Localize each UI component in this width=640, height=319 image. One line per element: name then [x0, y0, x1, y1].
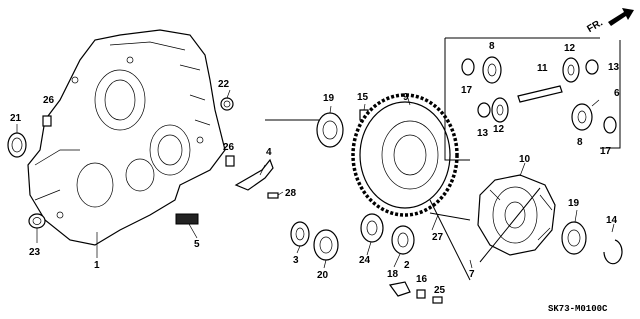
callout-24: 24	[359, 255, 371, 266]
transmission-housing[interactable]	[27, 29, 226, 246]
bolt-28[interactable]	[267, 192, 279, 199]
callout-1: 1	[94, 260, 100, 271]
callout-20: 20	[317, 270, 329, 281]
callout-8-bottom: 8	[577, 137, 583, 148]
dowel-pin-26-top[interactable]	[42, 115, 52, 127]
oil-guide-plate-3[interactable]	[290, 221, 310, 247]
callout-10: 10	[519, 154, 531, 165]
callout-4: 4	[266, 147, 272, 158]
callout-11: 11	[537, 63, 548, 74]
callout-15: 15	[357, 92, 369, 103]
pinion-shaft-11[interactable]	[517, 85, 563, 103]
callout-9: 9	[403, 92, 409, 103]
leader-lines	[16, 89, 615, 269]
callout-5: 5	[194, 239, 200, 250]
callout-13-right: 13	[608, 62, 620, 73]
callout-25: 25	[434, 285, 446, 296]
bearing-24[interactable]	[360, 213, 384, 243]
thrust-washer-13-right[interactable]	[585, 59, 599, 75]
differential-internals	[265, 37, 621, 281]
part-code: SK73-M0100C	[548, 304, 608, 314]
callout-19-top: 19	[323, 93, 335, 104]
thrust-washer-17-right[interactable]	[603, 116, 617, 134]
callout-26-top: 26	[43, 95, 55, 106]
pinion-gear-8-bottom[interactable]	[571, 103, 593, 131]
front-direction-arrow-icon: FR.	[585, 8, 634, 35]
callout-22: 22	[218, 79, 230, 90]
side-gear-12-right[interactable]	[562, 57, 580, 83]
bearing-20[interactable]	[313, 229, 339, 261]
callout-12-bottom: 12	[493, 124, 505, 135]
callout-6: 6	[614, 88, 620, 99]
thrust-washer-17-left[interactable]	[461, 58, 475, 76]
dowel-pin-26-mid[interactable]	[225, 155, 235, 167]
callout-7: 7	[469, 269, 475, 280]
snap-ring-14[interactable]	[603, 239, 623, 265]
callout-18: 18	[387, 269, 399, 280]
pinion-gear-8-top[interactable]	[482, 56, 502, 84]
final-driven-gear-9[interactable]	[351, 93, 459, 217]
side-gear-12-left[interactable]	[491, 97, 509, 123]
bearing-19-top[interactable]	[316, 112, 344, 148]
callout-28: 28	[285, 188, 297, 199]
bearing-18[interactable]	[391, 225, 415, 255]
callout-labels: 1 2 3 4 5 6 7 8 8 9 10 11 12 12 13 13 14…	[10, 41, 620, 296]
callout-12-top: 12	[564, 43, 576, 54]
callout-17-left: 17	[461, 85, 473, 96]
differential-case-10[interactable]	[477, 174, 556, 256]
callout-19-right: 19	[568, 198, 580, 209]
callout-26-mid: 26	[223, 142, 235, 153]
bearing-19-right[interactable]	[561, 221, 587, 255]
callout-13-left: 13	[477, 128, 489, 139]
bracket-4[interactable]	[234, 158, 274, 191]
spring-pin-27[interactable]	[429, 212, 471, 221]
plug-23[interactable]	[28, 213, 46, 229]
bracket-2[interactable]	[388, 281, 411, 297]
oil-seal-21[interactable]	[7, 132, 27, 158]
thrust-washer-13-left[interactable]	[477, 102, 491, 118]
washer-22[interactable]	[220, 97, 234, 111]
callout-16: 16	[416, 274, 428, 285]
callout-14: 14	[606, 215, 618, 226]
callout-17-right: 17	[600, 146, 612, 157]
direction-label: FR.	[585, 17, 605, 35]
callout-3: 3	[293, 255, 299, 266]
magnet-5[interactable]	[175, 213, 199, 225]
callout-8-top: 8	[489, 41, 495, 52]
callout-2: 2	[404, 260, 410, 271]
bolt-25[interactable]	[432, 296, 443, 304]
bolt-16[interactable]	[416, 289, 426, 299]
callout-27: 27	[432, 232, 444, 243]
callout-21: 21	[10, 113, 22, 124]
callout-23: 23	[29, 247, 41, 258]
